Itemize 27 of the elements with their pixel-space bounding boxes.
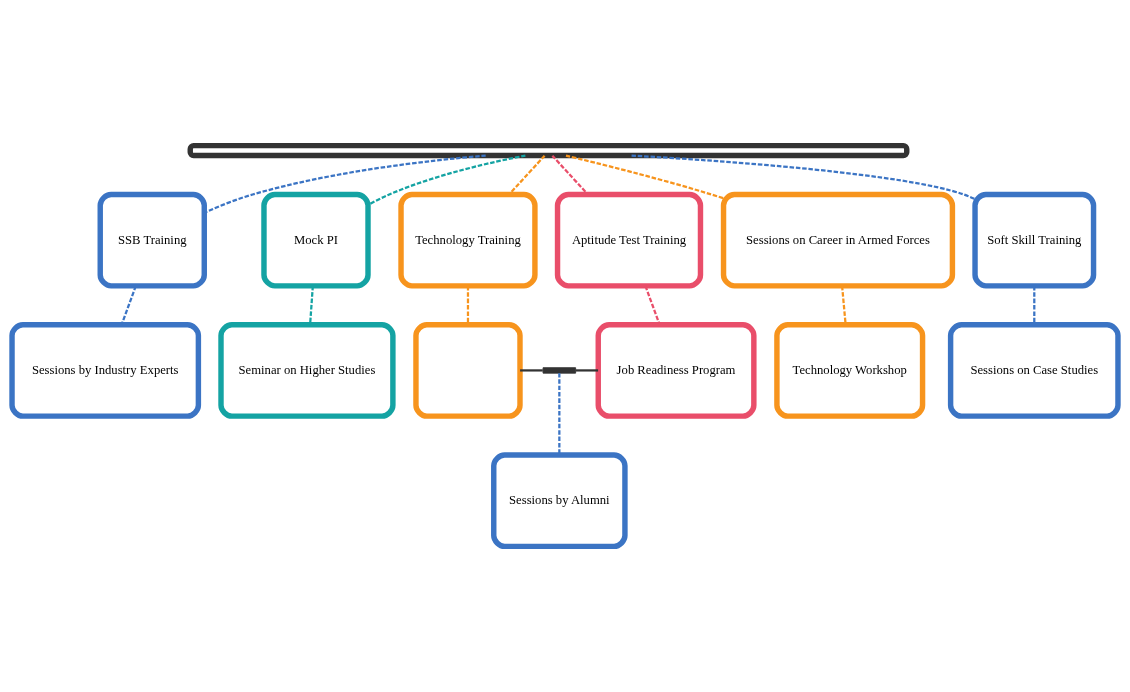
node-box: SSB Training (97, 191, 207, 289)
node-box: Seminar on Higher Studies (218, 322, 396, 419)
node-box: Sessions on Case Studies (947, 322, 1121, 419)
connector (631, 154, 976, 200)
node-box: Sessions by Industry Experts (9, 322, 202, 419)
connector (1033, 286, 1036, 325)
connector (840, 285, 847, 325)
node-box: Aptitude Test Training (554, 191, 704, 289)
node-box: Technology Training (398, 191, 538, 289)
node-box: Soft Skill Training (972, 191, 1097, 289)
node-box: Sessions by Alumni (491, 452, 628, 550)
connector (309, 285, 314, 325)
node-box: Mock PI (261, 191, 371, 289)
connector (575, 369, 599, 372)
node-box: Job Readiness Program (595, 322, 757, 419)
connector (520, 369, 543, 372)
node-box: Technology Workshop (774, 322, 926, 419)
node-box (413, 322, 523, 419)
connector (558, 373, 561, 455)
connector (644, 285, 661, 325)
node-bar (542, 367, 577, 374)
node-box: Sessions on Career in Armed Forces (720, 191, 956, 289)
connector (120, 285, 137, 325)
connector (367, 154, 526, 206)
connector (565, 154, 724, 200)
node-bar (187, 142, 910, 159)
connector (466, 286, 470, 325)
